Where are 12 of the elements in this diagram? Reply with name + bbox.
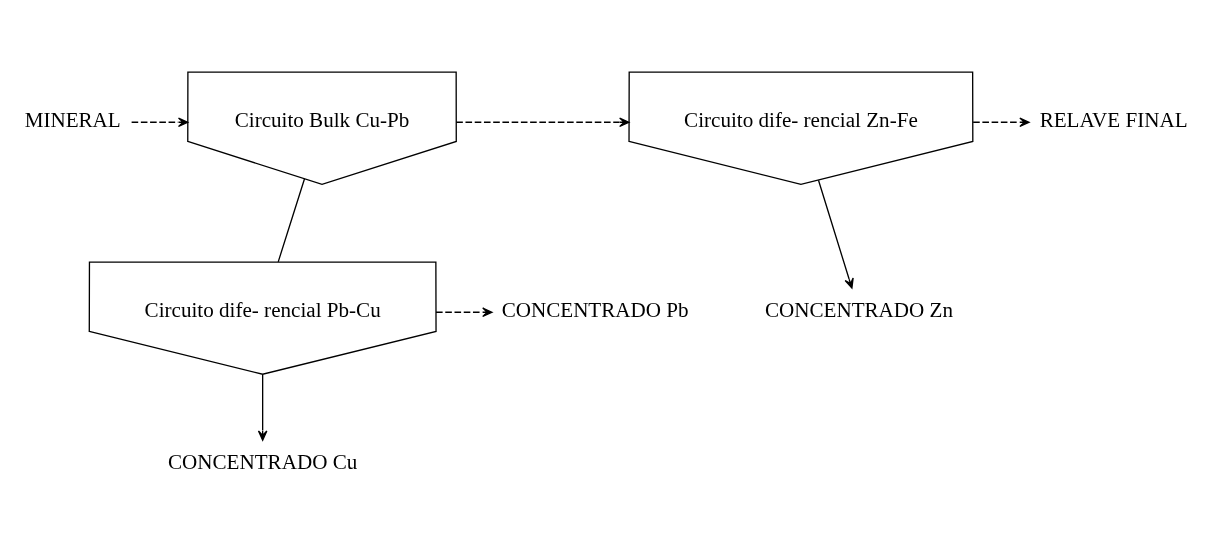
arrow xyxy=(817,179,854,289)
node-text: CONCENTRADO Pb xyxy=(501,297,689,322)
arrow xyxy=(435,306,493,317)
arrow xyxy=(130,116,189,127)
node-text: CONCENTRADO Zn xyxy=(764,297,954,322)
node-text: MINERAL xyxy=(24,107,121,132)
node-text: RELAVE FINAL xyxy=(1039,107,1188,132)
arrow xyxy=(455,116,630,127)
connector xyxy=(277,177,306,263)
arrow xyxy=(972,116,1030,127)
node-text: CONCENTRADO Cu xyxy=(168,449,358,474)
arrow xyxy=(257,373,268,441)
